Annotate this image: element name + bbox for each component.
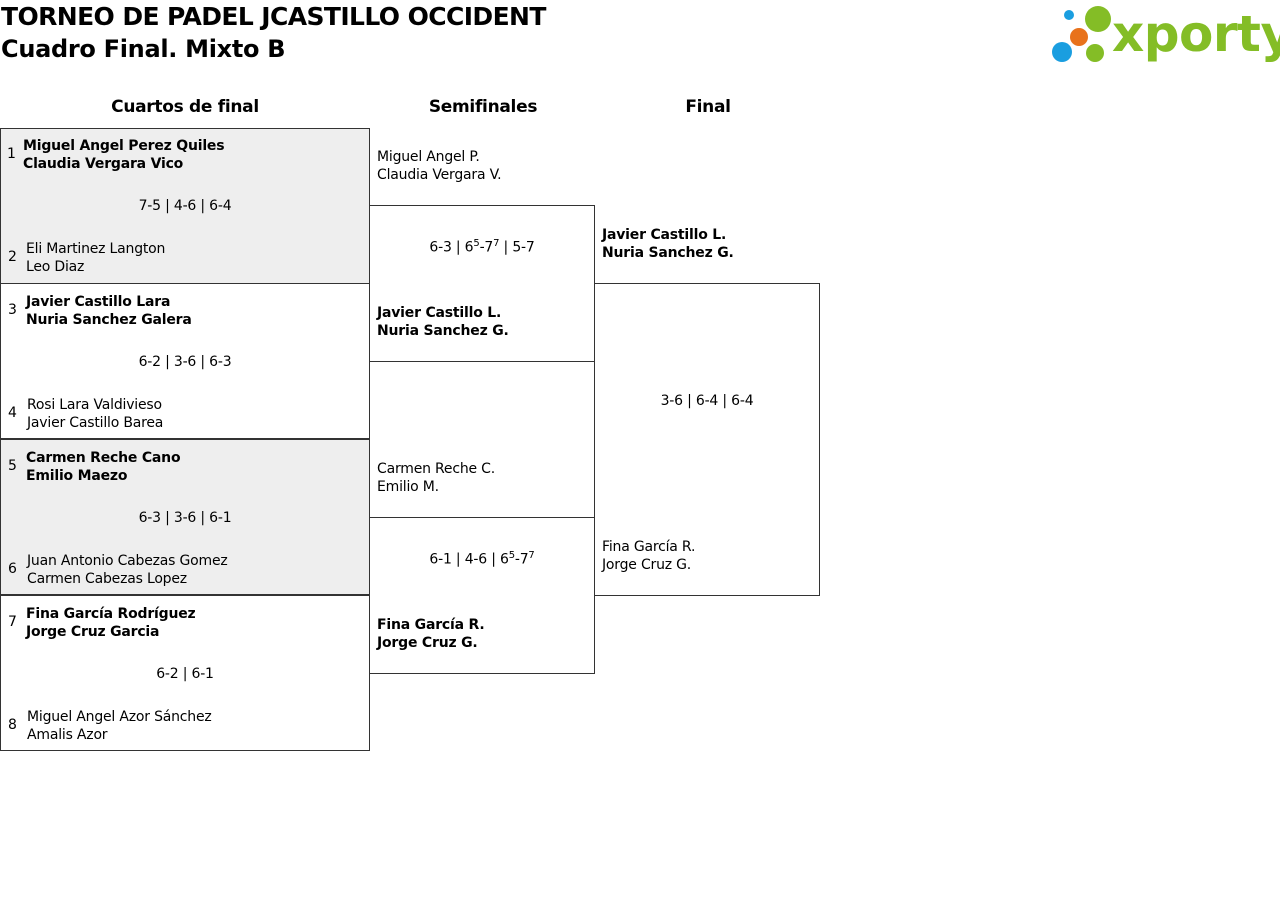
logo-dot-blue [1052,42,1072,62]
player-name: Javier Castillo L. [602,227,727,243]
player-name: Rosi Lara Valdivieso [27,397,162,413]
final-match: 3-6 | 6-4 | 6-4 Fina García R. Jorge Cru… [594,283,820,596]
player-name: Carmen Reche Cano [26,450,181,466]
quarterfinal-match-4: 7 Fina García Rodríguez Jorge Cruz Garci… [0,595,370,751]
bracket-subtitle: Cuadro Final. Mixto B [1,35,286,63]
player-name: Nuria Sanchez G. [377,323,509,339]
match-score: 6-3 | 65-77 | 5-7 [429,238,535,256]
seed-number: 8 [8,717,17,733]
player-name: Claudia Vergara Vico [23,156,184,172]
player-name: Javier Castillo Barea [27,415,164,431]
player-name: Claudia Vergara V. [377,167,502,183]
team-winner[interactable]: Fina García Rodríguez Jorge Cruz Garcia [26,605,196,641]
player-name: Fina García R. [377,617,485,633]
semifinal-1-team-bottom[interactable]: Javier Castillo L. Nuria Sanchez G. [377,304,509,340]
player-name: Emilio M. [377,479,439,495]
seed-number: 5 [8,458,17,474]
team-winner[interactable]: Javier Castillo Lara Nuria Sanchez Galer… [26,293,192,329]
logo-dot-orange [1070,28,1088,46]
logo-dot-green-small [1086,44,1104,62]
xporty-logo[interactable]: xporty [1050,4,1280,68]
team-loser[interactable]: Rosi Lara Valdivieso Javier Castillo Bar… [27,396,163,432]
logo-wordmark: xporty [1112,5,1280,63]
player-name: Miguel Angel Azor Sánchez [27,709,212,725]
semifinal-match-1: 6-3 | 65-77 | 5-7 Javier Castillo L. Nur… [369,205,595,362]
player-name: Miguel Angel P. [377,149,480,165]
logo-dot-blue-small [1064,10,1074,20]
team-winner[interactable]: Carmen Reche Cano Emilio Maezo [26,449,181,485]
seed-number: 3 [8,302,17,318]
column-quarterfinals: Cuartos de final [111,97,259,117]
player-name: Eli Martinez Langton [26,241,166,257]
player-name: Javier Castillo Lara [26,294,171,310]
player-name: Jorge Cruz G. [602,557,692,573]
seed-number: 1 [7,146,16,162]
seed-number: 4 [8,405,17,421]
team-winner[interactable]: Miguel Angel Perez Quiles Claudia Vergar… [23,137,225,173]
player-name: Fina García R. [602,539,696,555]
player-name: Fina García Rodríguez [26,606,196,622]
seed-number: 6 [8,561,17,577]
player-name: Nuria Sanchez Galera [26,312,192,328]
semifinal-2-team-top[interactable]: Carmen Reche C. Emilio M. [377,460,495,496]
match-score: 7-5 | 4-6 | 6-4 [138,198,232,214]
player-name: Juan Antonio Cabezas Gomez [27,553,228,569]
match-score: 6-2 | 3-6 | 6-3 [138,354,232,370]
semifinal-1-team-top[interactable]: Miguel Angel P. Claudia Vergara V. [377,148,502,184]
player-name: Nuria Sanchez G. [602,245,734,261]
semifinal-match-2: 6-1 | 4-6 | 65-77 Fina García R. Jorge C… [369,517,595,674]
final-team-top[interactable]: Javier Castillo L. Nuria Sanchez G. [602,226,734,262]
player-name: Javier Castillo L. [377,305,502,321]
seed-number: 7 [8,614,17,630]
player-name: Carmen Cabezas Lopez [27,571,187,587]
quarterfinal-match-3: 5 Carmen Reche Cano Emilio Maezo 6-3 | 3… [0,439,370,595]
player-name: Miguel Angel Perez Quiles [23,138,225,154]
team-loser[interactable]: Miguel Angel Azor Sánchez Amalis Azor [27,708,212,744]
logo-dot-green [1085,6,1111,32]
tournament-title: TORNEO DE PADEL JCASTILLO OCCIDENT [1,2,546,31]
column-semifinals: Semifinales [428,97,538,117]
quarterfinal-match-2: 3 Javier Castillo Lara Nuria Sanchez Gal… [0,283,370,439]
match-score: 6-2 | 6-1 [156,666,214,682]
match-score: 6-3 | 3-6 | 6-1 [138,510,232,526]
quarterfinal-match-1: 1 Miguel Angel Perez Quiles Claudia Verg… [0,128,370,284]
team-loser[interactable]: Eli Martinez Langton Leo Diaz [26,240,165,276]
column-final: Final [685,97,731,117]
seed-number: 2 [8,249,17,265]
match-score: 3-6 | 6-4 | 6-4 [660,393,754,409]
player-name: Jorge Cruz Garcia [26,624,160,640]
match-score: 6-1 | 4-6 | 65-77 [429,550,535,568]
player-name: Carmen Reche C. [377,461,496,477]
player-name: Jorge Cruz G. [377,635,478,651]
final-team-bottom[interactable]: Fina García R. Jorge Cruz G. [602,538,695,574]
player-name: Emilio Maezo [26,468,128,484]
player-name: Leo Diaz [26,259,85,275]
team-loser[interactable]: Juan Antonio Cabezas Gomez Carmen Cabeza… [27,552,228,588]
semifinal-2-team-bottom[interactable]: Fina García R. Jorge Cruz G. [377,616,485,652]
player-name: Amalis Azor [27,727,108,743]
